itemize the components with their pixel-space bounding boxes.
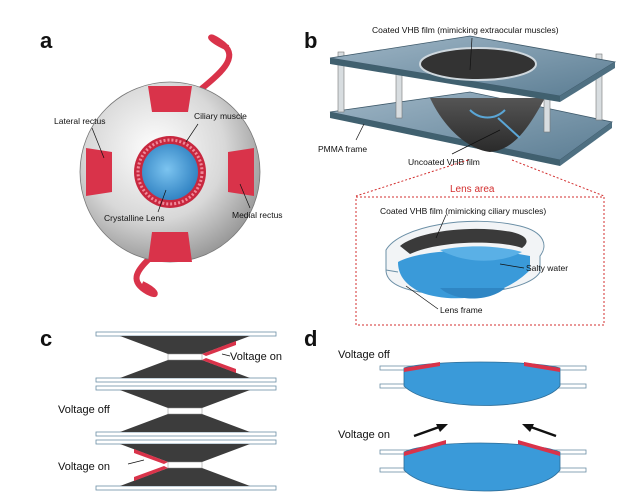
label-coated-film: Coated VHB film (mimicking extraocular m… bbox=[372, 25, 559, 35]
panel-c: c Voltage on Voltage off bbox=[40, 326, 282, 491]
label-crystalline-lens: Crystalline Lens bbox=[104, 213, 164, 223]
leader-ciliary bbox=[185, 123, 199, 143]
label-lens-frame: Lens frame bbox=[440, 305, 483, 315]
label-pmma-frame: PMMA frame bbox=[318, 144, 367, 154]
pillar bbox=[595, 53, 603, 121]
arrow-left bbox=[413, 424, 443, 438]
d-lens-body-on bbox=[403, 442, 561, 492]
label-lens-area: Lens area bbox=[450, 184, 495, 195]
superior-rectus bbox=[148, 86, 192, 112]
medial-rectus-muscle bbox=[228, 148, 254, 196]
panel-label-c: c bbox=[40, 326, 52, 351]
uncoated-vhb-film-cone bbox=[430, 98, 545, 152]
label-ciliary-muscle: Ciliary muscle bbox=[194, 111, 247, 121]
coated-vhb-film-top bbox=[419, 47, 537, 81]
label-d-voltage-off: Voltage off bbox=[338, 349, 391, 361]
label-medial-rectus: Medial rectus bbox=[232, 210, 283, 220]
optic-tendon-top bbox=[198, 34, 233, 93]
panel-label-a: a bbox=[40, 28, 53, 53]
optic-tendon-bottom bbox=[133, 255, 158, 298]
d-lens-voltage-off: Voltage off bbox=[338, 349, 587, 406]
lens-cutaway bbox=[385, 220, 545, 299]
panel-b: b Coated VHB film (mimicking extraocular… bbox=[304, 25, 617, 326]
leader-medial bbox=[239, 183, 251, 209]
arrow-right bbox=[527, 424, 557, 438]
pmma-frame-bottom-edge bbox=[330, 112, 560, 166]
label-uncoated-film: Uncoated VHB film bbox=[408, 157, 480, 167]
label-coated-ciliary: Coated VHB film (mimicking ciliary muscl… bbox=[380, 206, 546, 216]
salty-water bbox=[398, 250, 530, 299]
c-row-voltage-on-top: Voltage on bbox=[95, 331, 282, 383]
inferior-rectus bbox=[148, 232, 192, 262]
label-c-voltage-off: Voltage off bbox=[58, 404, 111, 416]
crystalline-lens bbox=[142, 144, 198, 200]
panel-label-d: d bbox=[304, 326, 317, 351]
lens-area-box bbox=[355, 196, 605, 326]
label-c-voltage-on-bottom: Voltage on bbox=[58, 461, 110, 473]
ciliary-fibers bbox=[136, 138, 204, 206]
label-salty-water: Salty water bbox=[526, 263, 568, 273]
panel-label-b: b bbox=[304, 28, 317, 53]
coated-ciliary-film bbox=[400, 228, 527, 254]
label-lateral-rectus: Lateral rectus bbox=[54, 116, 106, 126]
panel-d: d Voltage off Voltage on bbox=[304, 326, 587, 492]
leader-lens bbox=[157, 189, 167, 213]
c-row-voltage-on-bottom: Voltage on bbox=[58, 439, 277, 491]
panel-a: a Lateral rectus Ciliary muscle Crystall… bbox=[40, 28, 283, 298]
label-c-voltage-on-top: Voltage on bbox=[230, 351, 282, 363]
d-lens-body-off bbox=[403, 361, 561, 406]
label-d-voltage-on: Voltage on bbox=[338, 429, 390, 441]
pillar bbox=[337, 51, 345, 113]
leader-lateral bbox=[91, 127, 105, 159]
film-ring bbox=[469, 109, 506, 119]
c-row-voltage-off: Voltage off bbox=[58, 385, 277, 437]
d-lens-voltage-on: Voltage on bbox=[338, 424, 587, 492]
lateral-rectus-muscle bbox=[86, 148, 112, 196]
